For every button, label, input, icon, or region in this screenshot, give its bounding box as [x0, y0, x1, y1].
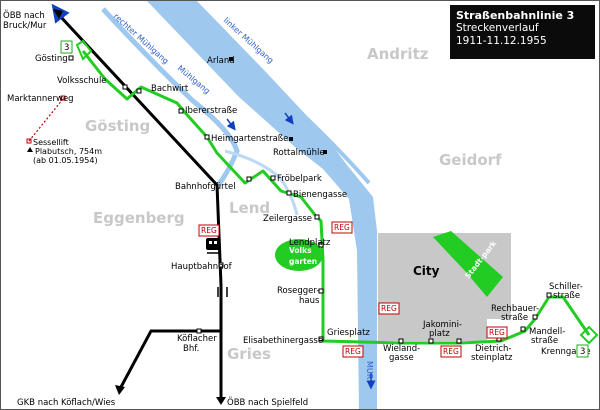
line-number-badge-south: 3	[576, 344, 589, 358]
label-rechbauerstrasse-2: straße	[501, 313, 528, 323]
label-hauptbahnhof: Hauptbahnhof	[171, 262, 233, 272]
label-mandellstrasse-2: straße	[531, 336, 558, 346]
label-ibererstrasse: Ibererstraße	[185, 106, 237, 116]
stadtpark	[433, 231, 503, 297]
label-city: City	[413, 264, 440, 278]
marktannerweg-stop	[60, 95, 66, 101]
heimgarten-dark-stop	[289, 137, 293, 141]
label-oebb-south: ÖBB nach Spielfeld	[227, 397, 308, 408]
district-eggenberg: Eggenberg	[93, 209, 185, 227]
label-oebb-north-1: ÖBB nach	[3, 10, 45, 21]
label-wielandgasse-1: Wieland-	[383, 344, 420, 354]
label-wielandgasse-2: gasse	[389, 353, 414, 363]
flow-arrow-2	[284, 112, 294, 125]
reg-badge-5: REG	[440, 345, 462, 358]
svg-text:3: 3	[64, 43, 69, 53]
reg-badge-4: REG	[342, 345, 364, 358]
district-geidorf: Geidorf	[439, 151, 502, 169]
reg-badge-2: REG	[331, 221, 353, 234]
district-goesting: Gösting	[85, 117, 150, 135]
svg-text:REG: REG	[345, 347, 361, 356]
label-griesplatz: Griesplatz	[327, 328, 370, 338]
label-volksschule: Volksschule	[57, 76, 107, 86]
title-line-1: Straßenbahnlinie 3	[456, 9, 575, 22]
label-oebb-north-2: Bruck/Mur	[3, 21, 47, 31]
label-dietrichsteinplatz-1: Dietrich-	[475, 344, 511, 354]
label-zeilergasse: Zeilergasse	[263, 214, 312, 224]
svg-text:REG: REG	[381, 304, 397, 313]
reg-badge-1: REG	[198, 224, 220, 237]
title-line-2: Streckenverlauf	[456, 22, 539, 34]
label-rechbauerstrasse-1: Rechbauer-	[491, 304, 539, 314]
district-lend: Lend	[229, 199, 270, 217]
rail-arrow-south-head	[216, 397, 226, 405]
label-rottalmuehle: Rottalmühle	[273, 148, 325, 158]
rail-arrow-north-head	[53, 9, 63, 19]
title-box: Straßenbahnlinie 3 Streckenverlauf 1911-…	[450, 5, 595, 59]
label-koeflacher-2: Bhf.	[183, 344, 199, 354]
line-number-badge-north: 3	[60, 40, 73, 54]
reg-badge-6: REG	[486, 326, 508, 339]
label-rosegger-1: Rosegger-	[277, 286, 319, 296]
label-arland: Arland	[207, 56, 235, 66]
train-icon	[206, 238, 220, 254]
rail-arrow-gkb-head	[115, 385, 125, 395]
tram-loop-krenngasse	[579, 325, 599, 345]
label-gkb: GKB nach Köflach/Wies	[17, 398, 116, 408]
label-bienengasse: Bienengasse	[293, 190, 347, 200]
label-bahnhofguertel: Bahnhofgürtel	[175, 182, 236, 192]
label-rechter-muehlgang: rechter Mühlgang	[112, 12, 171, 66]
svg-text:3: 3	[580, 347, 585, 357]
arland-stop	[229, 57, 233, 61]
flow-arrow-1	[226, 118, 236, 131]
label-lendplatz: Lendplatz	[289, 238, 331, 248]
label-dietrichsteinplatz-2: steinplatz	[471, 353, 513, 363]
label-elisabethinergasse: Elisabethinergasse	[243, 336, 323, 346]
label-mandellstrasse-1: Mandell-	[529, 327, 565, 337]
reg-badge-3: REG	[378, 302, 400, 315]
tram-loop-goesting	[75, 39, 93, 61]
label-mur: MUR	[365, 361, 374, 380]
label-jakominiplatz-1: Jakomini-	[422, 320, 462, 330]
label-schillerstrasse-2: straße	[553, 291, 580, 301]
plabutsch-peak	[27, 147, 33, 152]
label-bachwirt: Bachwirt	[151, 84, 189, 94]
label-ab-datum: (ab 01.05.1954)	[33, 156, 98, 165]
svg-text:REG: REG	[334, 223, 350, 232]
district-andritz: Andritz	[367, 45, 429, 63]
sessellift-stop	[26, 138, 32, 144]
sessellift-line	[28, 98, 64, 142]
label-marktannerweg: Marktannerweg	[7, 94, 74, 104]
label-rosegger-2: haus	[299, 296, 320, 306]
label-koeflacher-1: Köflacher	[177, 334, 217, 344]
mur-river	[147, 1, 377, 409]
station-markers	[68, 55, 552, 344]
side-canal	[224, 149, 299, 216]
svg-text:REG: REG	[201, 226, 217, 235]
label-sessellift: Sessellift	[33, 138, 69, 147]
label-froebelpark: Fröbelpark	[277, 174, 322, 184]
label-heimgartenstrasse: Heimgartenstraße	[211, 134, 288, 144]
svg-text:REG: REG	[443, 347, 459, 356]
label-krenngasse: Krenngasse	[541, 347, 591, 357]
volksgarten-label-1: Volks	[289, 246, 312, 255]
label-schillerstrasse-1: Schiller-	[549, 282, 583, 292]
svg-text:REG: REG	[489, 328, 505, 337]
title-line-3: 1911-11.12.1955	[456, 35, 547, 47]
volksgarten-label-2: garten	[289, 257, 317, 266]
volksgarten-park	[275, 239, 323, 271]
label-plabutsch: Plabutsch, 754m	[35, 147, 102, 156]
right-canal	[183, 1, 371, 185]
label-jakominiplatz-2: platz	[429, 329, 450, 339]
label-goesting: Gösting	[35, 54, 68, 64]
district-gries: Gries	[227, 345, 271, 363]
rottalmuehle-stop	[323, 150, 327, 154]
